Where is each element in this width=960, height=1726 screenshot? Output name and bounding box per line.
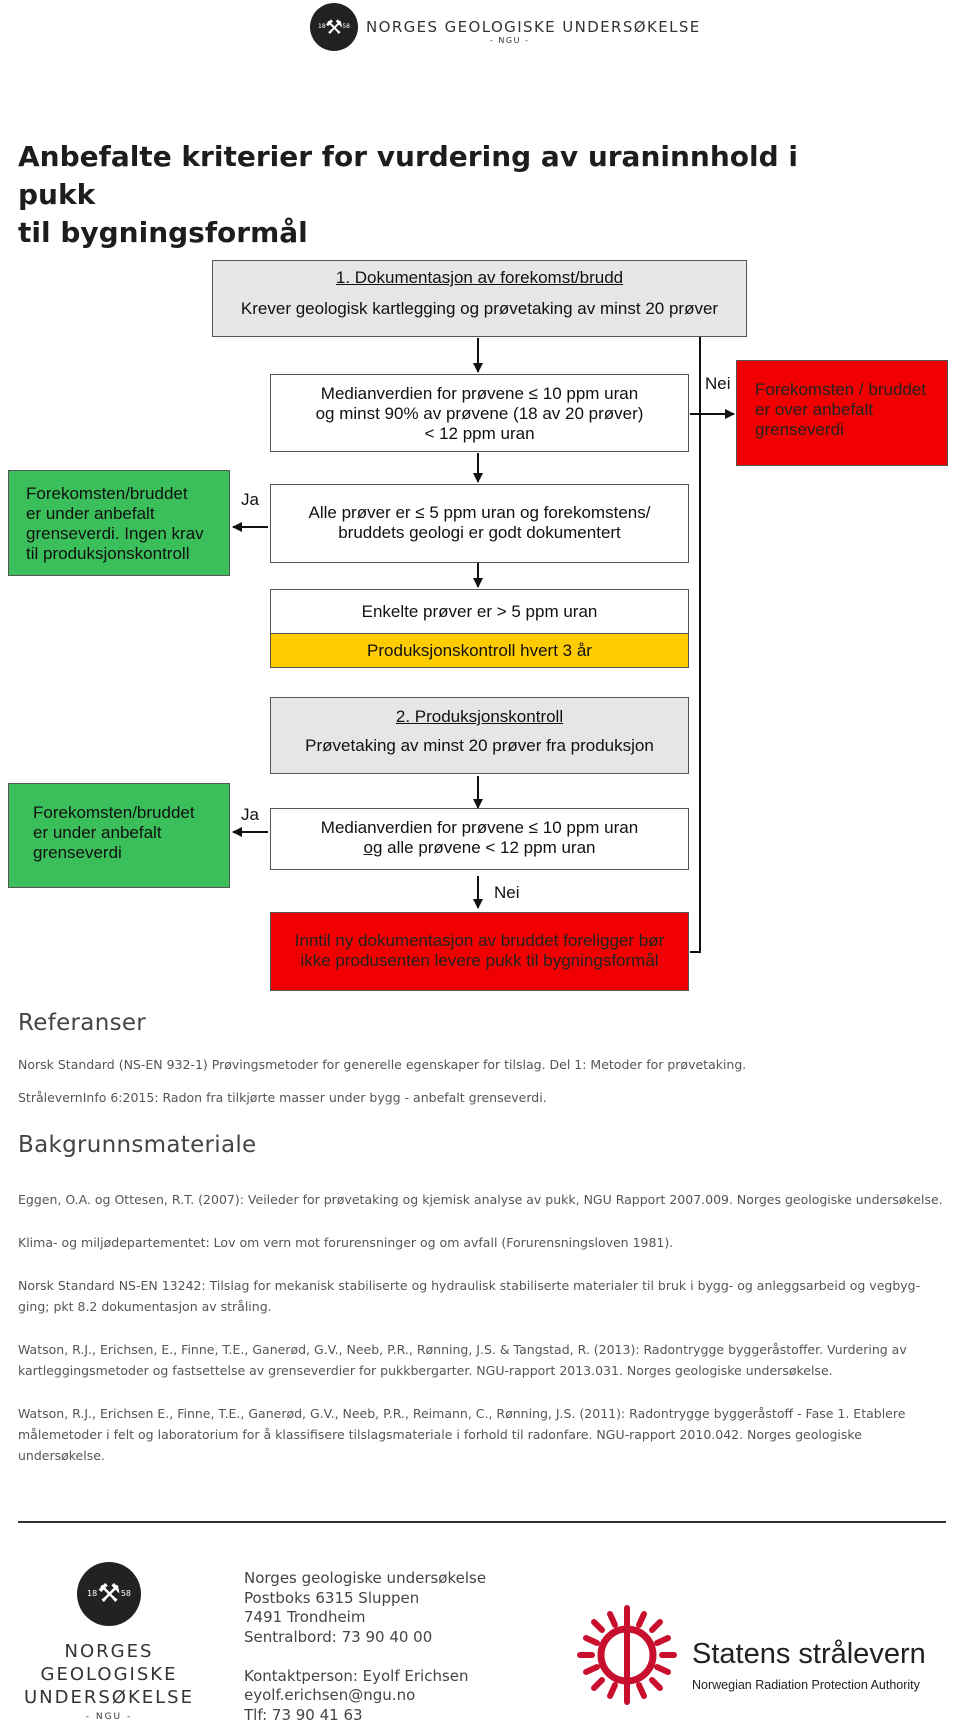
some5-text: Enkelte prøver er > 5 ppm uran: [361, 602, 598, 621]
bakgrunn-line: ging; pkt 8.2 dokumentasjon av stråling.: [18, 1299, 272, 1314]
bakgrunn-line: Klima- og miljødepartementet: Lov om ver…: [18, 1235, 674, 1250]
over-limit-box: Forekomsten / bruddet er over anbefalt g…: [736, 360, 948, 466]
median1-line-1: Medianverdien for prøvene ≤ 10 ppm uran: [320, 384, 639, 403]
page-header: 18 ⚒ 58 NORGES GEOLOGISKE UNDERSØKELSE -…: [0, 0, 960, 60]
hammers-icon: ⚒: [325, 15, 343, 39]
page-title: Anbefalte kriterier for vurdering av ura…: [18, 138, 878, 252]
bakgrunn-line: Norsk Standard NS-EN 13242: Tilslag for …: [18, 1278, 921, 1293]
bakgrunn-line: Eggen, O.A. og Ottesen, R.T. (2007): Vei…: [18, 1192, 943, 1207]
ref-item: StrålevernInfo 6:2015: Radon fra tilkjør…: [18, 1090, 547, 1105]
bakgrunn-line: målemetoder i felt og laboratorium for å…: [18, 1427, 862, 1442]
bakgrunn-item: Watson, R.J., Erichsen, E., Finne, T.E.,…: [18, 1339, 953, 1381]
logo-year-right: 58: [342, 23, 350, 30]
over-line-1: Forekomsten / bruddet: [755, 380, 927, 399]
statens-stralevern-logo: Statens strålevern Norwegian Radiation P…: [570, 1600, 926, 1710]
logo-year-left: 18: [318, 23, 326, 30]
median2-line-1: Medianverdien for prøvene ≤ 10 ppm uran: [320, 818, 639, 837]
median2-line-2-rest: alle prøvene < 12 ppm uran: [382, 838, 596, 857]
ja-label-2: Ja: [241, 805, 259, 824]
over-line-3: grenseverdi: [755, 420, 844, 439]
ngu-logo: 18 ⚒ 58: [310, 3, 358, 51]
under-limit-box-1: Forekomsten/bruddet er under anbefalt gr…: [8, 470, 230, 576]
under2-line-2: er under anbefalt: [33, 823, 162, 842]
bakgrunn-line: kartleggingsmetoder og fastsettelse av g…: [18, 1363, 833, 1378]
under1-line-3: grenseverdi. Ingen krav: [26, 524, 204, 543]
ngu-name-line: NORGES: [64, 1641, 154, 1662]
footer: 18 ⚒ 58 NORGES GEOLOGISKE UNDERSØKELSE -…: [0, 1530, 960, 1726]
title-line-2: til bygningsformål: [18, 216, 308, 249]
ja-label-1: Ja: [241, 490, 259, 509]
bakgrunn-line: Watson, R.J., Erichsen, E., Finne, T.E.,…: [18, 1342, 907, 1357]
stop-line-2: ikke produsenten levere pukk til bygning…: [300, 951, 659, 970]
step1-title: 1. Dokumentasjon av forekomst/brudd: [335, 268, 624, 287]
arrow-stop-loop: [690, 305, 705, 953]
all5-line-1: Alle prøver er ≤ 5 ppm uran og forekomst…: [308, 503, 651, 522]
footer-divider: [18, 1521, 946, 1523]
median1-line-2: og minst 90% av prøvene (18 av 20 prøver…: [315, 404, 644, 423]
ngu-footer-logo: 18 ⚒ 58: [77, 1562, 141, 1626]
ngu-name-line: GEOLOGISKE: [40, 1664, 178, 1685]
org-name: NORGES GEOLOGISKE UNDERSØKELSE: [366, 18, 701, 36]
partner-subtitle: Norwegian Radiation Protection Authority: [692, 1678, 920, 1692]
stop-box: Inntil ny dokumentasjon av bruddet forel…: [270, 912, 689, 991]
median2-line-2: og alle prøvene < 12 ppm uran: [271, 838, 688, 858]
address-line: Postboks 6315 Sluppen: [244, 1588, 420, 1607]
under2-line-1: Forekomsten/bruddet: [33, 803, 195, 822]
hammers-icon: ⚒: [97, 1579, 121, 1609]
bakgrunn-item: Klima- og miljødepartementet: Lov om ver…: [18, 1232, 953, 1253]
step1-text: Krever geologisk kartlegging og prøvetak…: [240, 299, 719, 318]
nei-label-1: Nei: [705, 374, 731, 393]
all5-line-2: bruddets geologi er godt dokumentert: [338, 523, 621, 542]
nei-label-2: Nei: [494, 883, 520, 902]
ngu-footer-name: NORGES GEOLOGISKE UNDERSØKELSE - NGU -: [20, 1640, 198, 1725]
step1-box: 1. Dokumentasjon av forekomst/brudd Krev…: [212, 260, 747, 337]
org-abbrev: - NGU -: [490, 36, 530, 45]
some5-box: Enkelte prøver er > 5 ppm uran: [270, 589, 689, 634]
bakgrunn-heading: Bakgrunnsmateriale: [18, 1132, 257, 1158]
flowchart-connectors: [232, 305, 735, 953]
contact-person: Kontaktperson: Eyolf Erichsen: [244, 1666, 469, 1685]
partner-name: Statens strålevern: [692, 1638, 926, 1670]
address-line: Sentralbord: 73 90 40 00: [244, 1627, 433, 1646]
prodctrl-3yr-text: Produksjonskontroll hvert 3 år: [367, 641, 592, 660]
stop-line-1: Inntil ny dokumentasjon av bruddet forel…: [294, 931, 665, 950]
all5-box: Alle prøver er ≤ 5 ppm uran og forekomst…: [270, 484, 689, 563]
address-spacer: [244, 1647, 524, 1667]
address-line: Norges geologiske undersøkelse: [244, 1569, 487, 1587]
step2-box: 2. Produksjonskontroll Prøvetaking av mi…: [270, 697, 689, 774]
contact-email[interactable]: eyolf.erichsen@ngu.no: [244, 1686, 416, 1704]
logo-year-right: 58: [120, 1589, 131, 1598]
under1-line-1: Forekomsten/bruddet: [26, 484, 188, 503]
median2-box: Medianverdien for prøvene ≤ 10 ppm uran …: [270, 808, 689, 870]
under-limit-box-2: Forekomsten/bruddet er under anbefalt gr…: [8, 783, 230, 888]
bakgrunn-line: Watson, R.J., Erichsen E., Finne, T.E., …: [18, 1406, 906, 1421]
ngu-name-line: UNDERSØKELSE: [24, 1687, 194, 1708]
under1-line-2: er under anbefalt: [26, 504, 155, 523]
median2-og: og: [363, 838, 383, 857]
under2-line-3: grenseverdi: [33, 843, 122, 862]
over-line-2: er over anbefalt: [755, 400, 874, 419]
address-line: 7491 Trondheim: [244, 1608, 366, 1626]
median1-box: Medianverdien for prøvene ≤ 10 ppm uran …: [270, 374, 689, 452]
median1-line-3: < 12 ppm uran: [424, 424, 535, 443]
ngu-name-abbrev: - NGU -: [85, 1712, 133, 1722]
prodctrl-3yr-box: Produksjonskontroll hvert 3 år: [270, 633, 689, 668]
sun-symbol-icon: [577, 1605, 677, 1705]
ref-item: Norsk Standard (NS-EN 932-1) Prøvingsmet…: [18, 1057, 747, 1072]
bakgrunn-item: Norsk Standard NS-EN 13242: Tilslag for …: [18, 1275, 953, 1317]
bakgrunn-line: undersøkelse.: [18, 1448, 105, 1463]
bakgrunn-list: Eggen, O.A. og Ottesen, R.T. (2007): Vei…: [18, 1189, 953, 1466]
step2-text: Prøvetaking av minst 20 prøver fra produ…: [305, 736, 654, 755]
contact-phone: Tlf: 73 90 41 63: [244, 1705, 363, 1724]
title-line-1: Anbefalte kriterier for vurdering av ura…: [18, 140, 799, 211]
step2-title: 2. Produksjonskontroll: [395, 707, 564, 726]
referanser-heading: Referanser: [18, 1010, 147, 1036]
logo-year-left: 18: [87, 1589, 98, 1598]
referanser-list: Norsk Standard (NS-EN 932-1) Prøvingsmet…: [18, 1054, 948, 1108]
under1-line-4: til produksjonskontroll: [26, 544, 190, 563]
contact-address: Norges geologiske undersøkelse Postboks …: [244, 1569, 524, 1725]
bakgrunn-item: Watson, R.J., Erichsen E., Finne, T.E., …: [18, 1403, 953, 1466]
flowchart: 1. Dokumentasjon av forekomst/brudd Krev…: [0, 250, 960, 1000]
bakgrunn-item: Eggen, O.A. og Ottesen, R.T. (2007): Vei…: [18, 1189, 953, 1210]
